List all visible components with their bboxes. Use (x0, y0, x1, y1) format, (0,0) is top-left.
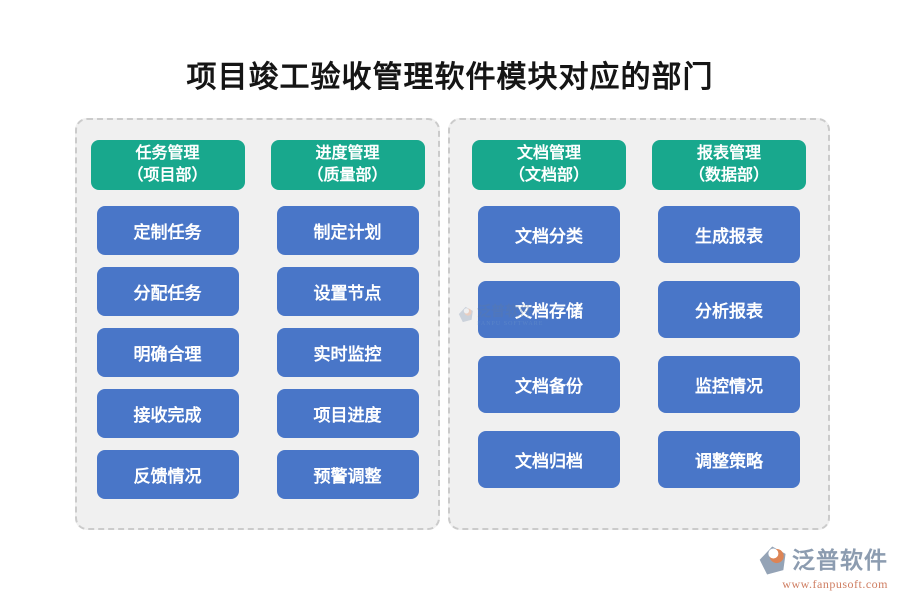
module-item: 文档分类 (478, 206, 620, 263)
module-item: 分配任务 (96, 267, 239, 316)
module-item: 分析报表 (658, 281, 800, 338)
module-item: 制定计划 (276, 206, 419, 255)
diagram-title: 项目竣工验收管理软件模块对应的部门 (186, 61, 714, 94)
module-item: 生成报表 (658, 206, 800, 263)
column-header-dept: （数据部） (688, 167, 769, 184)
module-column-report: 报表管理 （数据部） 生成报表 分析报表 监控情况 调整策略 (652, 140, 806, 528)
column-header-title: 报表管理 (696, 144, 761, 162)
module-item: 定制任务 (96, 206, 239, 255)
module-group-right: 文档管理 （文档部） 文档分类 文档存储 文档备份 文档归档 报表管理 （数据部… (448, 118, 830, 530)
brand-name: 泛普软件 (792, 547, 888, 573)
column-header-dept: （项目部） (127, 167, 208, 184)
column-header-dept: （质量部） (307, 167, 388, 184)
module-item: 文档备份 (478, 356, 620, 413)
brand-logo: 泛普软件 www.fanpusoft.com (748, 545, 888, 592)
column-header-document: 文档管理 （文档部） (472, 140, 626, 190)
fanpu-logo-icon (758, 545, 788, 576)
column-header-title: 文档管理 (516, 144, 581, 162)
module-column-task: 任务管理 （项目部） 定制任务 分配任务 明确合理 接收完成 反馈情况 (90, 140, 245, 528)
module-item: 调整策略 (658, 431, 800, 488)
module-item: 文档归档 (478, 431, 620, 488)
column-header-title: 任务管理 (135, 144, 200, 162)
module-item: 反馈情况 (96, 450, 239, 499)
module-column-document: 文档管理 （文档部） 文档分类 文档存储 文档备份 文档归档 (472, 140, 626, 528)
module-item: 明确合理 (96, 328, 239, 377)
module-item: 文档存储 (478, 281, 620, 338)
module-item: 监控情况 (658, 356, 800, 413)
module-item: 预警调整 (276, 450, 419, 499)
module-item: 项目进度 (276, 389, 419, 438)
module-group-left: 任务管理 （项目部） 定制任务 分配任务 明确合理 接收完成 反馈情况 进度管理… (75, 118, 440, 530)
column-header-title: 进度管理 (315, 144, 380, 162)
column-header-progress: 进度管理 （质量部） (270, 140, 425, 190)
brand-url: www.fanpusoft.com (782, 577, 888, 591)
column-header-report: 报表管理 （数据部） (652, 140, 806, 190)
module-item: 设置节点 (276, 267, 419, 316)
module-item: 实时监控 (276, 328, 419, 377)
column-header-dept: （文档部） (508, 167, 589, 184)
module-item: 接收完成 (96, 389, 239, 438)
module-column-progress: 进度管理 （质量部） 制定计划 设置节点 实时监控 项目进度 预警调整 (270, 140, 425, 528)
column-header-task: 任务管理 （项目部） (90, 140, 245, 190)
